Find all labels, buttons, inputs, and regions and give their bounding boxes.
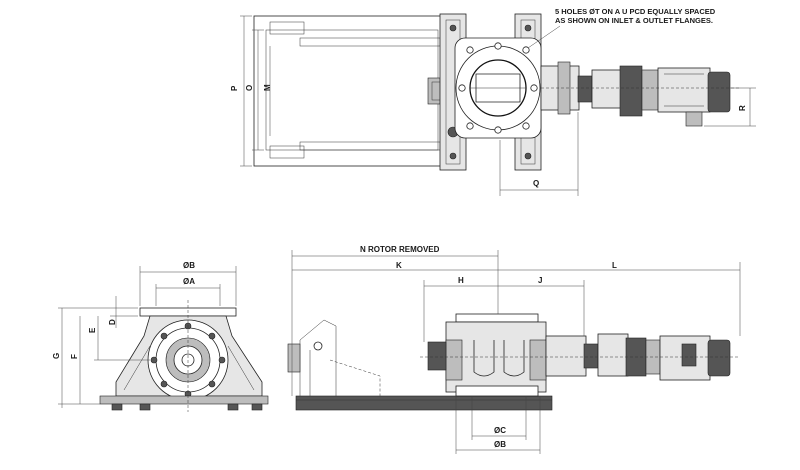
dim-O: O bbox=[245, 85, 254, 91]
note-leader bbox=[527, 25, 561, 49]
dim-D: D bbox=[108, 319, 117, 325]
top-motor bbox=[657, 67, 711, 113]
top-motor-cap bbox=[707, 71, 731, 113]
dim-Q: Q bbox=[533, 179, 539, 188]
side-coupling bbox=[583, 343, 599, 369]
top-view: P O M Q R 5 HOLES ØT ON A U PCD EQUALLY … bbox=[230, 7, 756, 196]
dim-C: ØC bbox=[494, 426, 506, 435]
side-base-rail bbox=[295, 395, 553, 411]
dim-M: M bbox=[263, 84, 272, 91]
side-stand-plate bbox=[287, 343, 301, 373]
top-frame bbox=[253, 15, 451, 167]
dim-L: L bbox=[612, 261, 617, 270]
side-gearbox bbox=[597, 333, 629, 377]
top-rotor-pocket bbox=[475, 73, 521, 103]
dim-R: R bbox=[738, 105, 747, 111]
dim-B-bottom: ØB bbox=[494, 440, 506, 449]
dim-K: K bbox=[396, 261, 402, 270]
side-bearing-housing bbox=[545, 335, 587, 377]
end-view: ØB ØA D E F G bbox=[52, 261, 269, 412]
top-gearbox bbox=[591, 69, 623, 109]
note-line-2: AS SHOWN ON INLET & OUTLET FLANGES. bbox=[555, 16, 713, 25]
top-gearbox-dark bbox=[619, 65, 643, 117]
side-motor-terminal-box bbox=[681, 343, 697, 367]
dim-J: J bbox=[538, 276, 542, 285]
dim-H: H bbox=[458, 276, 464, 285]
side-rotor-pocket-1 bbox=[473, 340, 495, 377]
side-outlet-flange bbox=[455, 385, 539, 397]
side-top-flange bbox=[455, 313, 539, 323]
side-view: N ROTOR REMOVED K L H J ØC ØB bbox=[287, 245, 741, 454]
side-left-handle bbox=[427, 341, 447, 371]
side-rotor-pocket-2 bbox=[503, 340, 525, 377]
dim-F: F bbox=[70, 354, 79, 359]
dim-B-top: ØB bbox=[183, 261, 195, 270]
dim-E: E bbox=[88, 327, 97, 333]
top-coupling bbox=[577, 75, 593, 103]
dim-N: N ROTOR REMOVED bbox=[360, 245, 440, 254]
top-bracket-lower bbox=[269, 145, 305, 159]
side-motor-cap bbox=[707, 339, 731, 377]
top-motor-foot bbox=[685, 111, 703, 127]
end-base bbox=[99, 395, 269, 405]
side-stand bbox=[299, 319, 337, 396]
dim-G: G bbox=[52, 353, 61, 359]
top-bracket-upper bbox=[269, 21, 305, 35]
dim-A: ØA bbox=[183, 277, 195, 286]
dim-P: P bbox=[230, 85, 239, 91]
note-line-1: 5 HOLES ØT ON A U PCD EQUALLY SPACED bbox=[555, 7, 716, 16]
